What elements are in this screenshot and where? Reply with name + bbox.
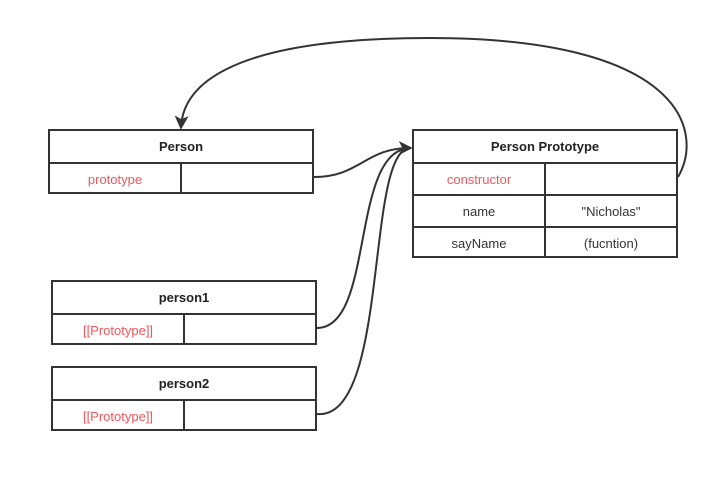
arrow-constructor-to-person xyxy=(174,36,688,178)
sayname-value: (fucntion) xyxy=(583,235,639,251)
constructor-value xyxy=(546,164,676,194)
person-title: Person xyxy=(158,139,204,154)
person-prototype-value xyxy=(182,164,312,194)
arrow-person2-to-prototype xyxy=(316,147,411,416)
person2-prototype-row: [[Prototype]] xyxy=(53,399,315,431)
person1-prototype-row: [[Prototype]] xyxy=(53,313,315,345)
arrow-person1-to-prototype xyxy=(316,147,411,329)
person2-prototype-key: [[Prototype]] xyxy=(53,401,185,431)
person2-title: person2 xyxy=(158,376,210,391)
constructor-key: constructor xyxy=(414,164,546,194)
constructor-row: constructor xyxy=(414,162,676,194)
person1-title: person1 xyxy=(158,290,210,305)
person1-box: person1 [[Prototype]] xyxy=(51,280,317,345)
person1-prototype-value xyxy=(185,315,315,345)
person2-prototype-value xyxy=(185,401,315,431)
arrow-person-to-prototype xyxy=(313,141,413,178)
person-prototype-title: Person Prototype xyxy=(490,139,600,154)
person1-prototype-key: [[Prototype]] xyxy=(53,315,185,345)
name-key: name xyxy=(414,196,546,226)
sayname-key: sayName xyxy=(414,228,546,258)
person2-box: person2 [[Prototype]] xyxy=(51,366,317,431)
person-prototype-row: prototype xyxy=(50,162,312,194)
name-value: "Nicholas" xyxy=(581,203,641,219)
name-row: name "Nicholas" xyxy=(414,194,676,226)
sayname-row: sayName (fucntion) xyxy=(414,226,676,258)
person-box: Person prototype xyxy=(48,129,314,194)
person-prototype-box: Person Prototype constructor name "Nicho… xyxy=(412,129,678,258)
person-prototype-key: prototype xyxy=(50,164,182,194)
